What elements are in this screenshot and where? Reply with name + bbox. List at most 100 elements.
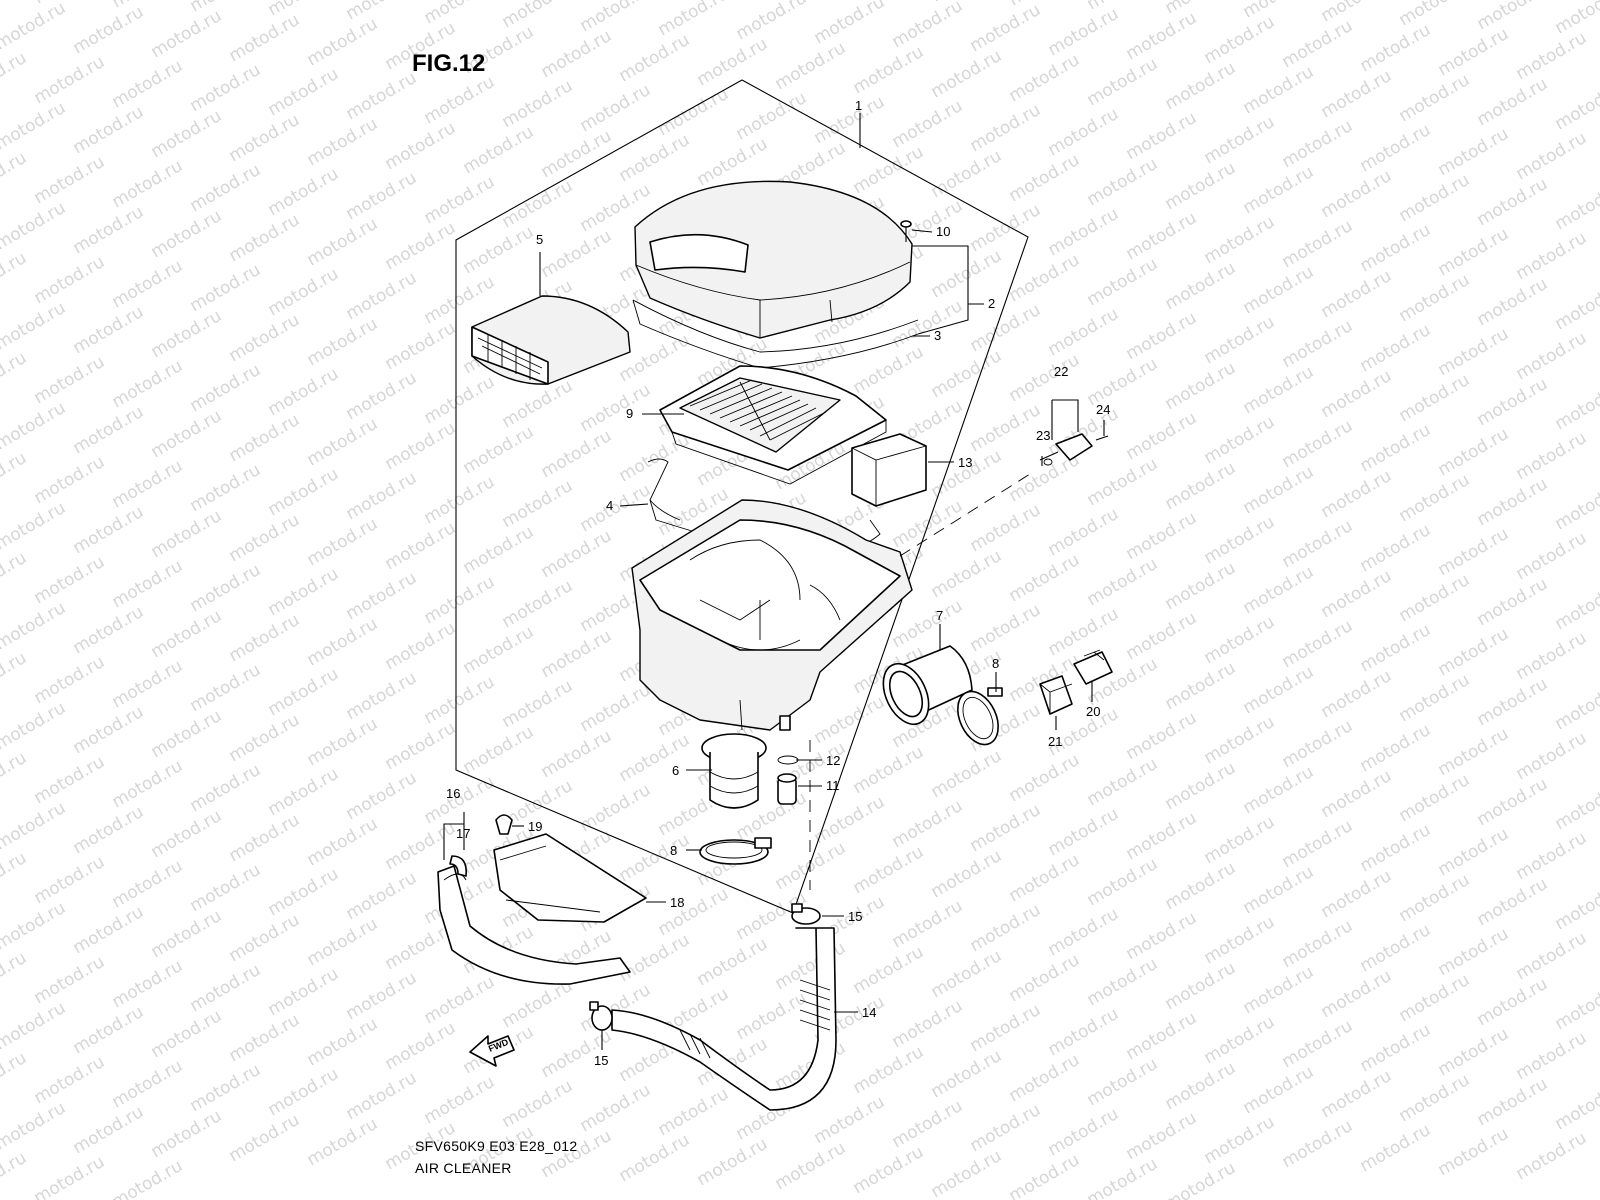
- callout-19: 19: [528, 819, 542, 834]
- watermark-text: motod.ru: [1318, 366, 1396, 422]
- watermark-text: motod.ru: [1435, 524, 1513, 580]
- watermark-text: motod.ru: [70, 602, 148, 658]
- watermark-text: motod.ru: [772, 938, 850, 994]
- watermark-text: motod.ru: [1552, 378, 1600, 434]
- air-cleaner-case: [631, 499, 913, 731]
- watermark-text: motod.ru: [889, 896, 967, 952]
- watermark-text: motod.ru: [0, 748, 30, 804]
- watermark-text: motod.ru: [1162, 258, 1240, 314]
- watermark-text: motod.ru: [1084, 0, 1162, 14]
- watermark-text: motod.ru: [1279, 116, 1357, 172]
- watermark-text: motod.ru: [928, 46, 1006, 102]
- rivet-part-19: [495, 814, 513, 835]
- watermark-text: motod.ru: [0, 498, 69, 554]
- callout-6: 6: [672, 763, 679, 778]
- watermark-text: motod.ru: [1513, 1128, 1591, 1184]
- watermark-text: motod.ru: [1201, 512, 1279, 568]
- watermark-text: motod.ru: [0, 198, 69, 254]
- watermark-text: motod.ru: [31, 652, 109, 708]
- watermark-text: motod.ru: [1006, 350, 1084, 406]
- watermark-text: motod.ru: [1240, 62, 1318, 118]
- assembly-outline: [455, 79, 1029, 914]
- watermark-text: motod.ru: [1435, 324, 1513, 380]
- watermark-text: motod.ru: [1513, 328, 1591, 384]
- clamp-part-8: [957, 687, 1003, 746]
- watermark-text: motod.ru: [109, 1156, 187, 1200]
- watermark-text: motod.ru: [0, 998, 69, 1054]
- watermark-text: motod.ru: [304, 714, 382, 770]
- watermark-text: motod.ru: [1318, 666, 1396, 722]
- watermark-text: motod.ru: [343, 568, 421, 624]
- watermark-text: motod.ru: [0, 448, 30, 504]
- watermark-text: motod.ru: [928, 346, 1006, 402]
- watermark-text: motod.ru: [889, 1096, 967, 1152]
- watermark-text: motod.ru: [1240, 862, 1318, 918]
- watermark-text: motod.ru: [0, 1098, 69, 1154]
- watermark-text: motod.ru: [1552, 178, 1600, 234]
- watermark-text: motod.ru: [1318, 66, 1396, 122]
- watermark-text: motod.ru: [1006, 1050, 1084, 1106]
- callout-15a: 15: [848, 909, 862, 924]
- watermark-text: motod.ru: [226, 10, 304, 66]
- watermark-text: motod.ru: [655, 884, 733, 940]
- watermark-text: motod.ru: [1201, 412, 1279, 468]
- watermark-text: motod.ru: [928, 746, 1006, 802]
- watermark-text: motod.ru: [109, 756, 187, 812]
- watermark-text: motod.ru: [928, 546, 1006, 602]
- watermark-text: motod.ru: [499, 676, 577, 732]
- watermark-text: motod.ru: [31, 852, 109, 908]
- watermark-text: motod.ru: [1357, 520, 1435, 576]
- figure-name: AIR CLEANER: [415, 1160, 512, 1176]
- watermark-text: motod.ru: [616, 730, 694, 786]
- watermark-text: motod.ru: [1162, 858, 1240, 914]
- watermark-text: motod.ru: [1006, 850, 1084, 906]
- watermark-text: motod.ru: [538, 126, 616, 182]
- watermark-text: motod.ru: [1357, 920, 1435, 976]
- watermark-text: motod.ru: [850, 942, 928, 998]
- watermark-text: motod.ru: [1162, 658, 1240, 714]
- watermark-text: motod.ru: [109, 156, 187, 212]
- intake-duct-part-5: [471, 295, 631, 385]
- watermark-text: motod.ru: [304, 1114, 382, 1170]
- watermark-text: motod.ru: [1552, 578, 1600, 634]
- watermark-text: motod.ru: [187, 760, 265, 816]
- leader-lines: [443, 229, 1105, 1050]
- watermark-text: motod.ru: [850, 142, 928, 198]
- watermark-text: motod.ru: [967, 200, 1045, 256]
- watermark-text: motod.ru: [382, 218, 460, 274]
- watermark-text: motod.ru: [70, 502, 148, 558]
- relay-part-20: [1073, 649, 1113, 685]
- watermark-text: motod.ru: [460, 522, 538, 578]
- watermark-text: motod.ru: [1084, 54, 1162, 110]
- watermark-text: motod.ru: [1513, 1028, 1591, 1084]
- watermark-text: motod.ru: [967, 900, 1045, 956]
- watermark-text: motod.ru: [1357, 320, 1435, 376]
- watermark-text: motod.ru: [109, 356, 187, 412]
- watermark-text: motod.ru: [226, 210, 304, 266]
- watermark-text: motod.ru: [1045, 1004, 1123, 1060]
- watermark-text: motod.ru: [499, 176, 577, 232]
- watermark-text: motod.ru: [0, 848, 30, 904]
- watermark-text: motod.ru: [421, 72, 499, 128]
- watermark-text: motod.ru: [1474, 174, 1552, 230]
- watermark-text: motod.ru: [655, 0, 733, 40]
- watermark-text: motod.ru: [343, 1068, 421, 1124]
- watermark-text: motod.ru: [421, 972, 499, 1028]
- watermark-text: motod.ru: [1474, 0, 1552, 34]
- watermark-text: motod.ru: [1162, 1058, 1240, 1114]
- watermark-text: motod.ru: [1123, 308, 1201, 364]
- watermark-text: motod.ru: [1240, 262, 1318, 318]
- watermark-text: motod.ru: [1045, 1104, 1123, 1160]
- watermark-text: motod.ru: [187, 260, 265, 316]
- watermark-text: motod.ru: [1201, 1112, 1279, 1168]
- watermark-text: motod.ru: [0, 948, 30, 1004]
- callout-7: 7: [936, 608, 943, 623]
- watermark-text: motod.ru: [733, 0, 811, 44]
- watermark-text: motod.ru: [1396, 170, 1474, 226]
- watermark-text: motod.ru: [1513, 128, 1591, 184]
- watermark-text: motod.ru: [889, 496, 967, 552]
- watermark-text: motod.ru: [850, 742, 928, 798]
- watermark-text: motod.ru: [1357, 220, 1435, 276]
- drain-hose-part-14: [611, 927, 837, 1111]
- watermark-text: motod.ru: [343, 968, 421, 1024]
